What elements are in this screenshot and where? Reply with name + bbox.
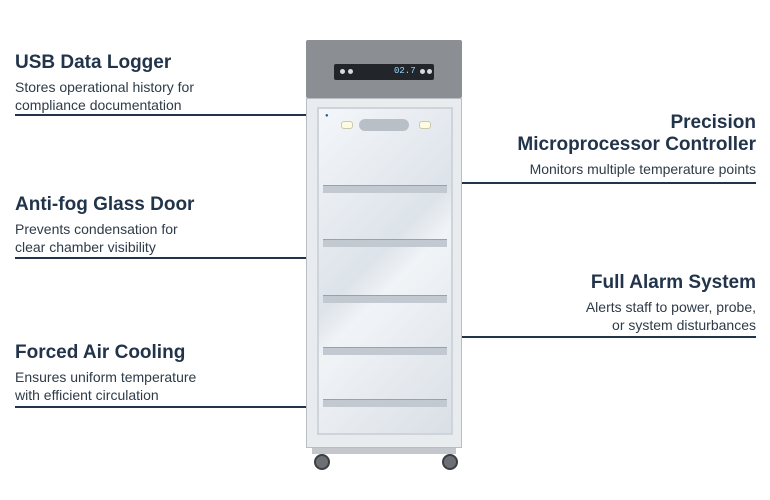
callout-desc-line: compliance documentation: [15, 97, 182, 113]
connector-line: [448, 182, 756, 184]
callout-anti-fog-glass-door: Anti-fog Glass Door Prevents condensatio…: [15, 194, 194, 256]
callout-title: Anti-fog Glass Door: [15, 194, 195, 215]
lamp-icon: [341, 121, 353, 129]
caster-wheel-icon: [314, 454, 330, 470]
shelf: [323, 295, 447, 303]
panel-button-icon: [348, 69, 353, 74]
callout-usb-data-logger: USB Data Logger Stores operational histo…: [15, 52, 194, 114]
callout-desc: Prevents condensation for clear chamber …: [15, 220, 194, 256]
caster-wheel-icon: [442, 454, 458, 470]
glass-door: ●: [317, 107, 453, 435]
callout-desc-line: with efficient circulation: [15, 387, 159, 403]
callout-title: Forced Air Cooling: [15, 342, 186, 363]
callout-desc: Ensures uniform temperature with efficie…: [15, 368, 196, 404]
callout-title-line: Microprocessor Controller: [517, 134, 756, 155]
callout-desc: Stores operational history for complianc…: [15, 78, 194, 114]
cabinet-body: ●: [306, 98, 462, 448]
temperature-display: 02.7: [394, 66, 416, 76]
callout-desc-line: Ensures uniform temperature: [15, 369, 197, 385]
callout-desc-line: Stores operational history for: [15, 79, 194, 95]
refrigerator-image: 02.7 ●: [306, 40, 462, 470]
connector-line: [15, 257, 323, 259]
shelf: [323, 185, 447, 193]
callout-desc: Alerts staff to power, probe, or system …: [586, 298, 756, 334]
control-header: 02.7: [306, 40, 462, 98]
panel-button-icon: [340, 69, 345, 74]
callout-desc-line: Alerts staff to power, probe,: [585, 299, 756, 315]
shelf: [323, 347, 447, 355]
callout-title-line: Precision: [670, 112, 756, 133]
cabinet-base: [312, 448, 456, 454]
brand-logo: ●: [325, 113, 329, 119]
shelf: [323, 399, 447, 407]
callout-desc: Monitors multiple temperature points: [517, 160, 756, 178]
callout-forced-air-cooling: Forced Air Cooling Ensures uniform tempe…: [15, 342, 196, 404]
connector-line: [15, 406, 323, 408]
callout-full-alarm-system: Full Alarm System Alerts staff to power,…: [586, 272, 756, 334]
fan-icon: [359, 119, 409, 131]
callout-precision-controller: Precision Microprocessor Controller Moni…: [517, 112, 756, 178]
panel-button-icon: [420, 69, 425, 74]
callout-desc-line: or system disturbances: [612, 317, 756, 333]
control-panel: 02.7: [334, 64, 434, 80]
callout-desc-line: Prevents condensation for: [15, 221, 178, 237]
connector-line: [448, 336, 756, 338]
callout-desc-line: clear chamber visibility: [15, 239, 156, 255]
callout-title: Precision Microprocessor Controller: [517, 112, 756, 156]
callout-desc-line: Monitors multiple temperature points: [529, 161, 756, 177]
panel-button-icon: [427, 69, 432, 74]
callout-title: USB Data Logger: [15, 52, 172, 73]
callout-title: Full Alarm System: [590, 272, 756, 293]
connector-line: [15, 114, 321, 116]
lamp-icon: [419, 121, 431, 129]
shelf: [323, 239, 447, 247]
